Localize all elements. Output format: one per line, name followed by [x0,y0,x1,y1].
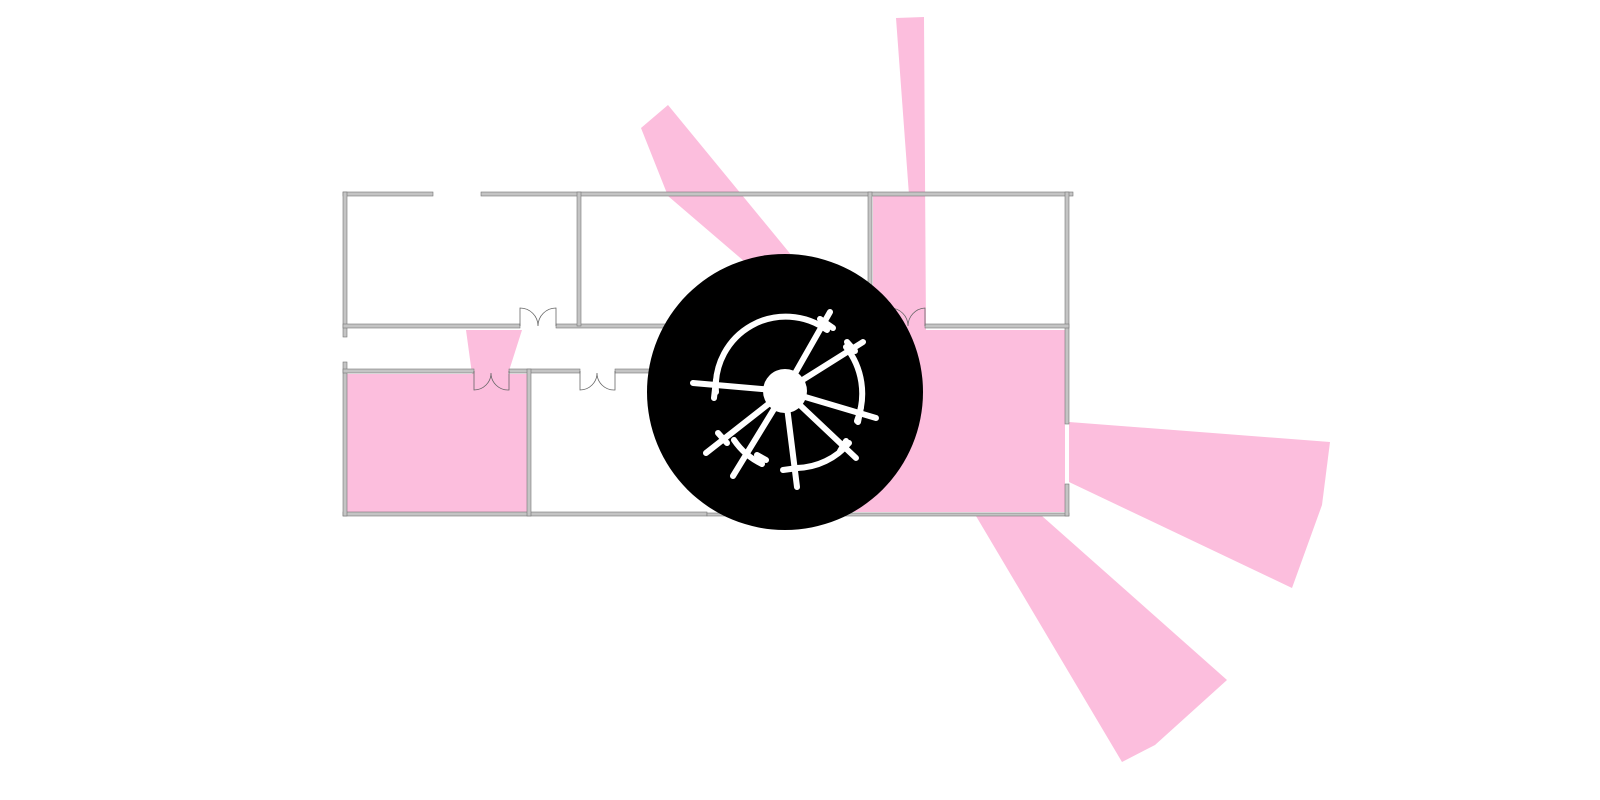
sensor-hub [763,369,807,413]
visibility-sensor-badge[interactable] [647,254,923,530]
walls [342,191,1074,517]
visibility-corridor-wedge [466,330,522,374]
visibility-beam-northwest [641,105,797,262]
visibility-beam-southeast [976,516,1227,762]
visibility-beam-north [873,17,926,330]
visibility-beam-east [1069,422,1330,588]
visibility-room-southwest [347,374,529,512]
doors [473,307,926,391]
